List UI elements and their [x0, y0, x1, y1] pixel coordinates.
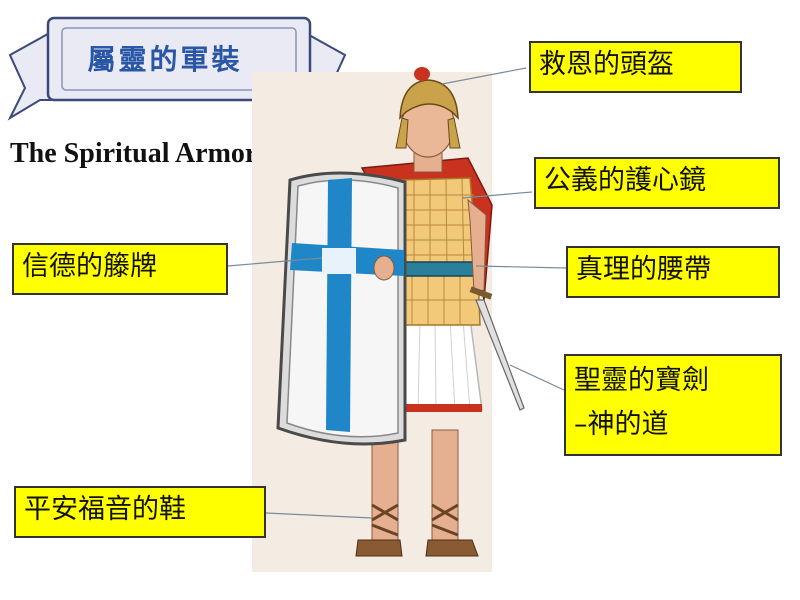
label-belt: 真理的腰帶 — [566, 246, 780, 298]
belt — [393, 261, 483, 277]
breastplate-armor — [397, 177, 479, 271]
right-leg — [431, 429, 459, 541]
leader-helmet — [441, 67, 527, 85]
left-leg — [371, 429, 399, 541]
leader-breastplate — [461, 191, 533, 199]
label-shield: 信德的籐牌 — [12, 243, 228, 295]
page-title: 屬靈的軍裝 — [87, 43, 243, 76]
label-shoes: 平安福音的鞋 — [14, 486, 266, 538]
label-sword-line2: –神的道 — [574, 409, 669, 440]
label-sword: 聖靈的寶劍 –神的道 — [564, 354, 782, 456]
label-helmet: 救恩的頭盔 — [529, 41, 742, 93]
label-sword-line1: 聖靈的寶劍 — [574, 365, 709, 396]
sword — [475, 299, 525, 411]
label-breastplate: 公義的護心鏡 — [534, 157, 780, 209]
left-sandal — [355, 539, 403, 557]
leader-shield — [227, 257, 323, 267]
leader-lines — [227, 67, 567, 519]
leader-shoes — [265, 512, 373, 519]
subtitle: The Spiritual Armor — [10, 138, 258, 169]
shield — [276, 171, 407, 446]
leader-belt — [475, 265, 567, 269]
helmet — [399, 79, 459, 120]
helmet-crest — [414, 67, 430, 81]
right-sandal — [425, 539, 479, 557]
leader-sword — [509, 364, 565, 391]
